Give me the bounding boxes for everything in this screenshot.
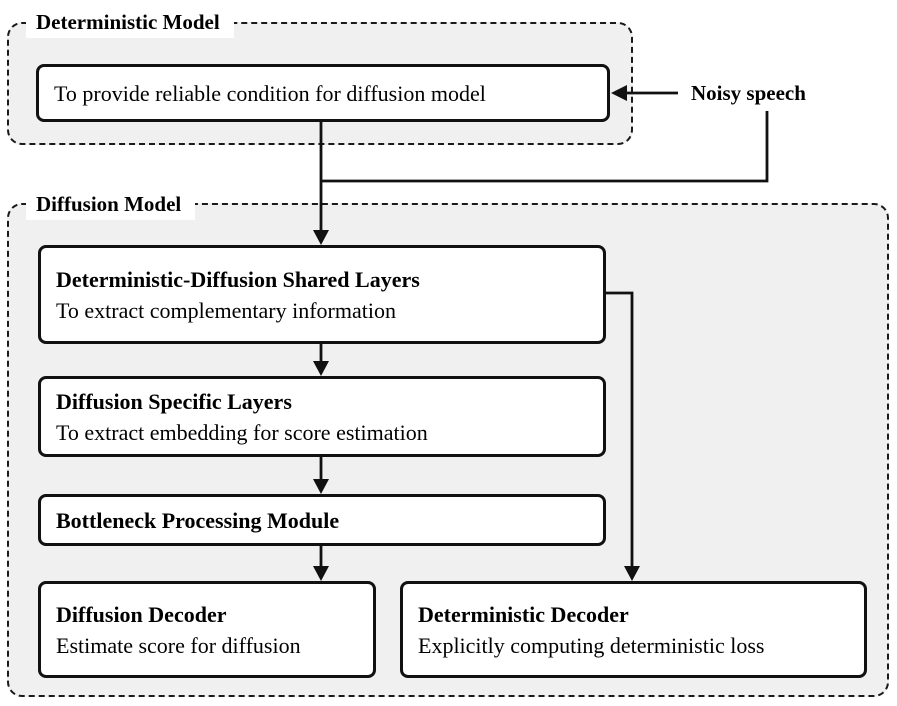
box-diffusion-decoder: Diffusion Decoder Estimate score for dif… — [38, 581, 376, 678]
box-deterministic-decoder-title: Deterministic Decoder — [418, 601, 629, 627]
box-shared-layers: Deterministic-Diffusion Shared Layers To… — [38, 245, 606, 344]
box-bottleneck-module-title: Bottleneck Processing Module — [56, 507, 340, 533]
box-bottleneck-module: Bottleneck Processing Module — [38, 494, 606, 546]
box-diffusion-specific-layers-subtitle: To extract embedding for score estimatio… — [56, 419, 428, 445]
deterministic-model-title: Deterministic Model — [26, 6, 234, 38]
box-shared-layers-subtitle: To extract complementary information — [56, 297, 396, 323]
deterministic-condition-box: To provide reliable condition for diffus… — [36, 64, 610, 122]
deterministic-condition-text: To provide reliable condition for diffus… — [54, 80, 486, 106]
box-deterministic-decoder: Deterministic Decoder Explicitly computi… — [400, 581, 867, 678]
box-diffusion-decoder-title: Diffusion Decoder — [56, 601, 227, 627]
box-shared-layers-title: Deterministic-Diffusion Shared Layers — [56, 266, 420, 292]
box-diffusion-specific-layers-title: Diffusion Specific Layers — [56, 388, 292, 414]
box-diffusion-specific-layers: Diffusion Specific Layers To extract emb… — [38, 376, 606, 457]
noisy-speech-label: Noisy speech — [691, 81, 806, 105]
diffusion-model-title: Diffusion Model — [26, 188, 196, 220]
box-deterministic-decoder-subtitle: Explicitly computing deterministic loss — [418, 632, 765, 658]
box-diffusion-decoder-subtitle: Estimate score for diffusion — [56, 632, 301, 658]
